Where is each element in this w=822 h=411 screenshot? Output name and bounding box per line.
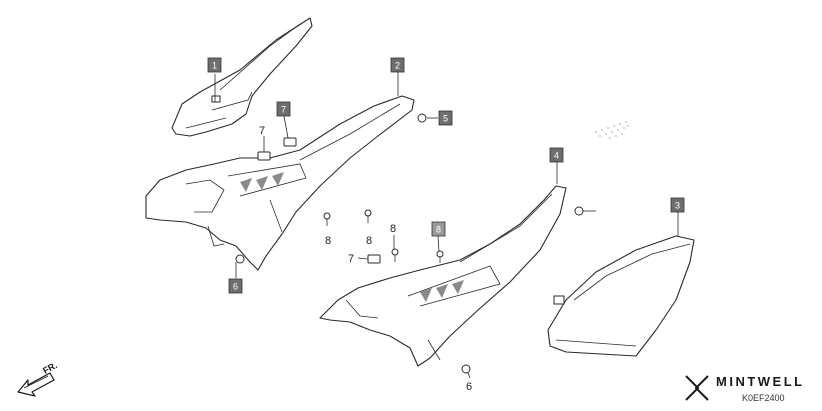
leader-lines <box>214 72 679 379</box>
screw-icon <box>436 250 444 263</box>
front-direction-label: FR. <box>41 360 58 376</box>
callout-7: 7 <box>276 101 291 117</box>
callout-8: 8 <box>431 221 446 237</box>
svg-text:4: 4 <box>554 151 559 161</box>
clip-icon <box>283 137 297 147</box>
screw-icon <box>391 248 399 262</box>
brand-logo-icon <box>685 375 709 401</box>
callout-4: 4 <box>549 147 564 163</box>
part-3-side-panel <box>547 235 695 357</box>
part-2-left-side-cover <box>145 95 415 271</box>
screw-icon <box>323 212 331 226</box>
bolt-icon <box>417 113 427 123</box>
callout-5: 5 <box>438 110 453 126</box>
callout-3: 3 <box>670 197 685 213</box>
texture-patch <box>595 121 629 139</box>
ref-number-8: 8 <box>325 235 331 247</box>
ref-number-8: 8 <box>390 223 396 235</box>
svg-text:1: 1 <box>212 61 217 71</box>
brand-name: MINTWELL <box>716 374 805 389</box>
front-direction-arrow-icon <box>17 372 55 397</box>
svg-text:6: 6 <box>233 282 238 292</box>
callout-2: 2 <box>390 57 405 73</box>
svg-text:2: 2 <box>395 61 400 71</box>
bolt-icon <box>574 206 596 216</box>
clip-icon <box>367 254 381 264</box>
svg-text:8: 8 <box>436 225 441 235</box>
callout-6: 6 <box>228 278 243 294</box>
ref-number-7: 7 <box>259 125 265 137</box>
ref-number-8: 8 <box>366 235 372 247</box>
part-1-rear-trim <box>171 17 313 137</box>
svg-text:5: 5 <box>443 114 448 124</box>
ref-number-6: 6 <box>466 381 472 393</box>
screw-icon <box>364 209 372 223</box>
svg-text:7: 7 <box>281 105 286 115</box>
diagram-code: K0EF2400 <box>742 393 785 403</box>
callout-1: 1 <box>207 57 222 73</box>
part-4-right-side-cover <box>319 185 567 367</box>
bolt-icon <box>461 364 471 374</box>
bolt-icon <box>235 254 245 264</box>
svg-text:3: 3 <box>675 201 680 211</box>
ref-number-7: 7 <box>348 253 354 265</box>
clip-icon <box>257 151 271 161</box>
